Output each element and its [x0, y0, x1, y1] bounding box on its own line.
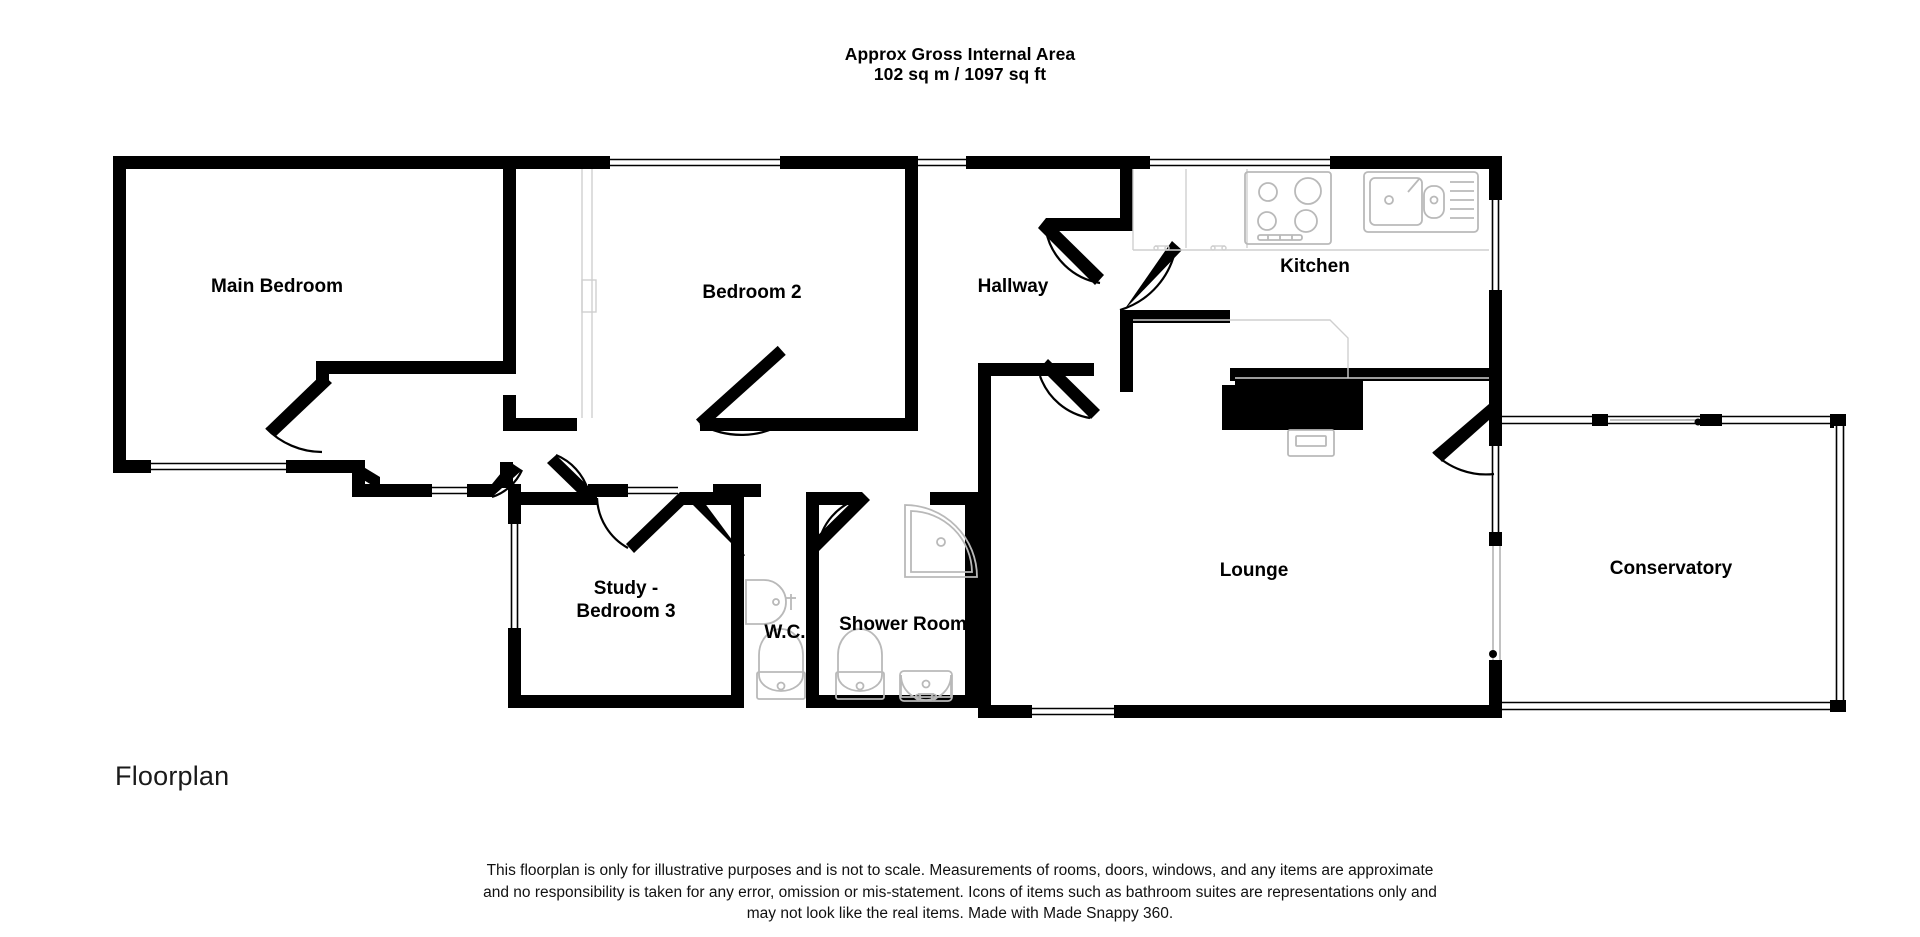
windows — [151, 156, 1502, 718]
room-labels: Main Bedroom Bedroom 2 Hallway Kitchen S… — [211, 256, 1733, 643]
gross-internal-area-title: Approx Gross Internal Area — [844, 44, 1076, 64]
wash-basin-icon — [745, 579, 796, 625]
toilet-icon — [835, 628, 885, 700]
room-label-study-bedroom-3-line2: Bedroom 3 — [576, 601, 675, 622]
appliance-icon — [1287, 429, 1335, 457]
floorplan-caption: Floorplan — [115, 761, 230, 791]
room-label-lounge: Lounge — [1220, 560, 1289, 581]
room-label-hallway: Hallway — [978, 276, 1049, 297]
room-label-main-bedroom: Main Bedroom — [211, 276, 343, 297]
room-label-bedroom-2: Bedroom 2 — [702, 282, 801, 303]
plan-header: Approx Gross Internal Area 102 sq m / 10… — [0, 44, 1920, 84]
doors — [265, 218, 1498, 557]
room-label-shower-room: Shower Room — [839, 614, 967, 635]
room-label-study-bedroom-3-line1: Study - — [594, 578, 658, 599]
gross-internal-area-value: 102 sq m / 1097 sq ft — [873, 64, 1047, 84]
bedroom2-wardrobe — [581, 169, 597, 418]
cabinet-handle-icon — [1153, 245, 1227, 251]
disclaimer-line-1: This floorplan is only for illustrative … — [486, 862, 1434, 879]
conservatory-structure — [1502, 414, 1846, 712]
kitchen-fixtures — [1132, 169, 1489, 457]
disclaimer-line-2: and no responsibility is taken for any e… — [483, 883, 1437, 901]
shower-room-fixtures — [835, 504, 978, 702]
disclaimer: This floorplan is only for illustrative … — [0, 860, 1920, 925]
hob-icon — [1244, 171, 1332, 245]
wall-structure — [113, 156, 1502, 718]
shower-tray-icon — [904, 504, 978, 578]
disclaimer-line-3: may not look like the real items. Made w… — [746, 905, 1174, 922]
sink-icon — [1363, 171, 1479, 233]
room-label-wc: W.C. — [764, 622, 805, 643]
wash-basin-icon — [899, 670, 953, 702]
room-label-kitchen: Kitchen — [1280, 256, 1350, 277]
toilet-icon — [756, 628, 806, 700]
wc-fixtures — [745, 579, 806, 700]
room-label-conservatory: Conservatory — [1610, 558, 1733, 579]
